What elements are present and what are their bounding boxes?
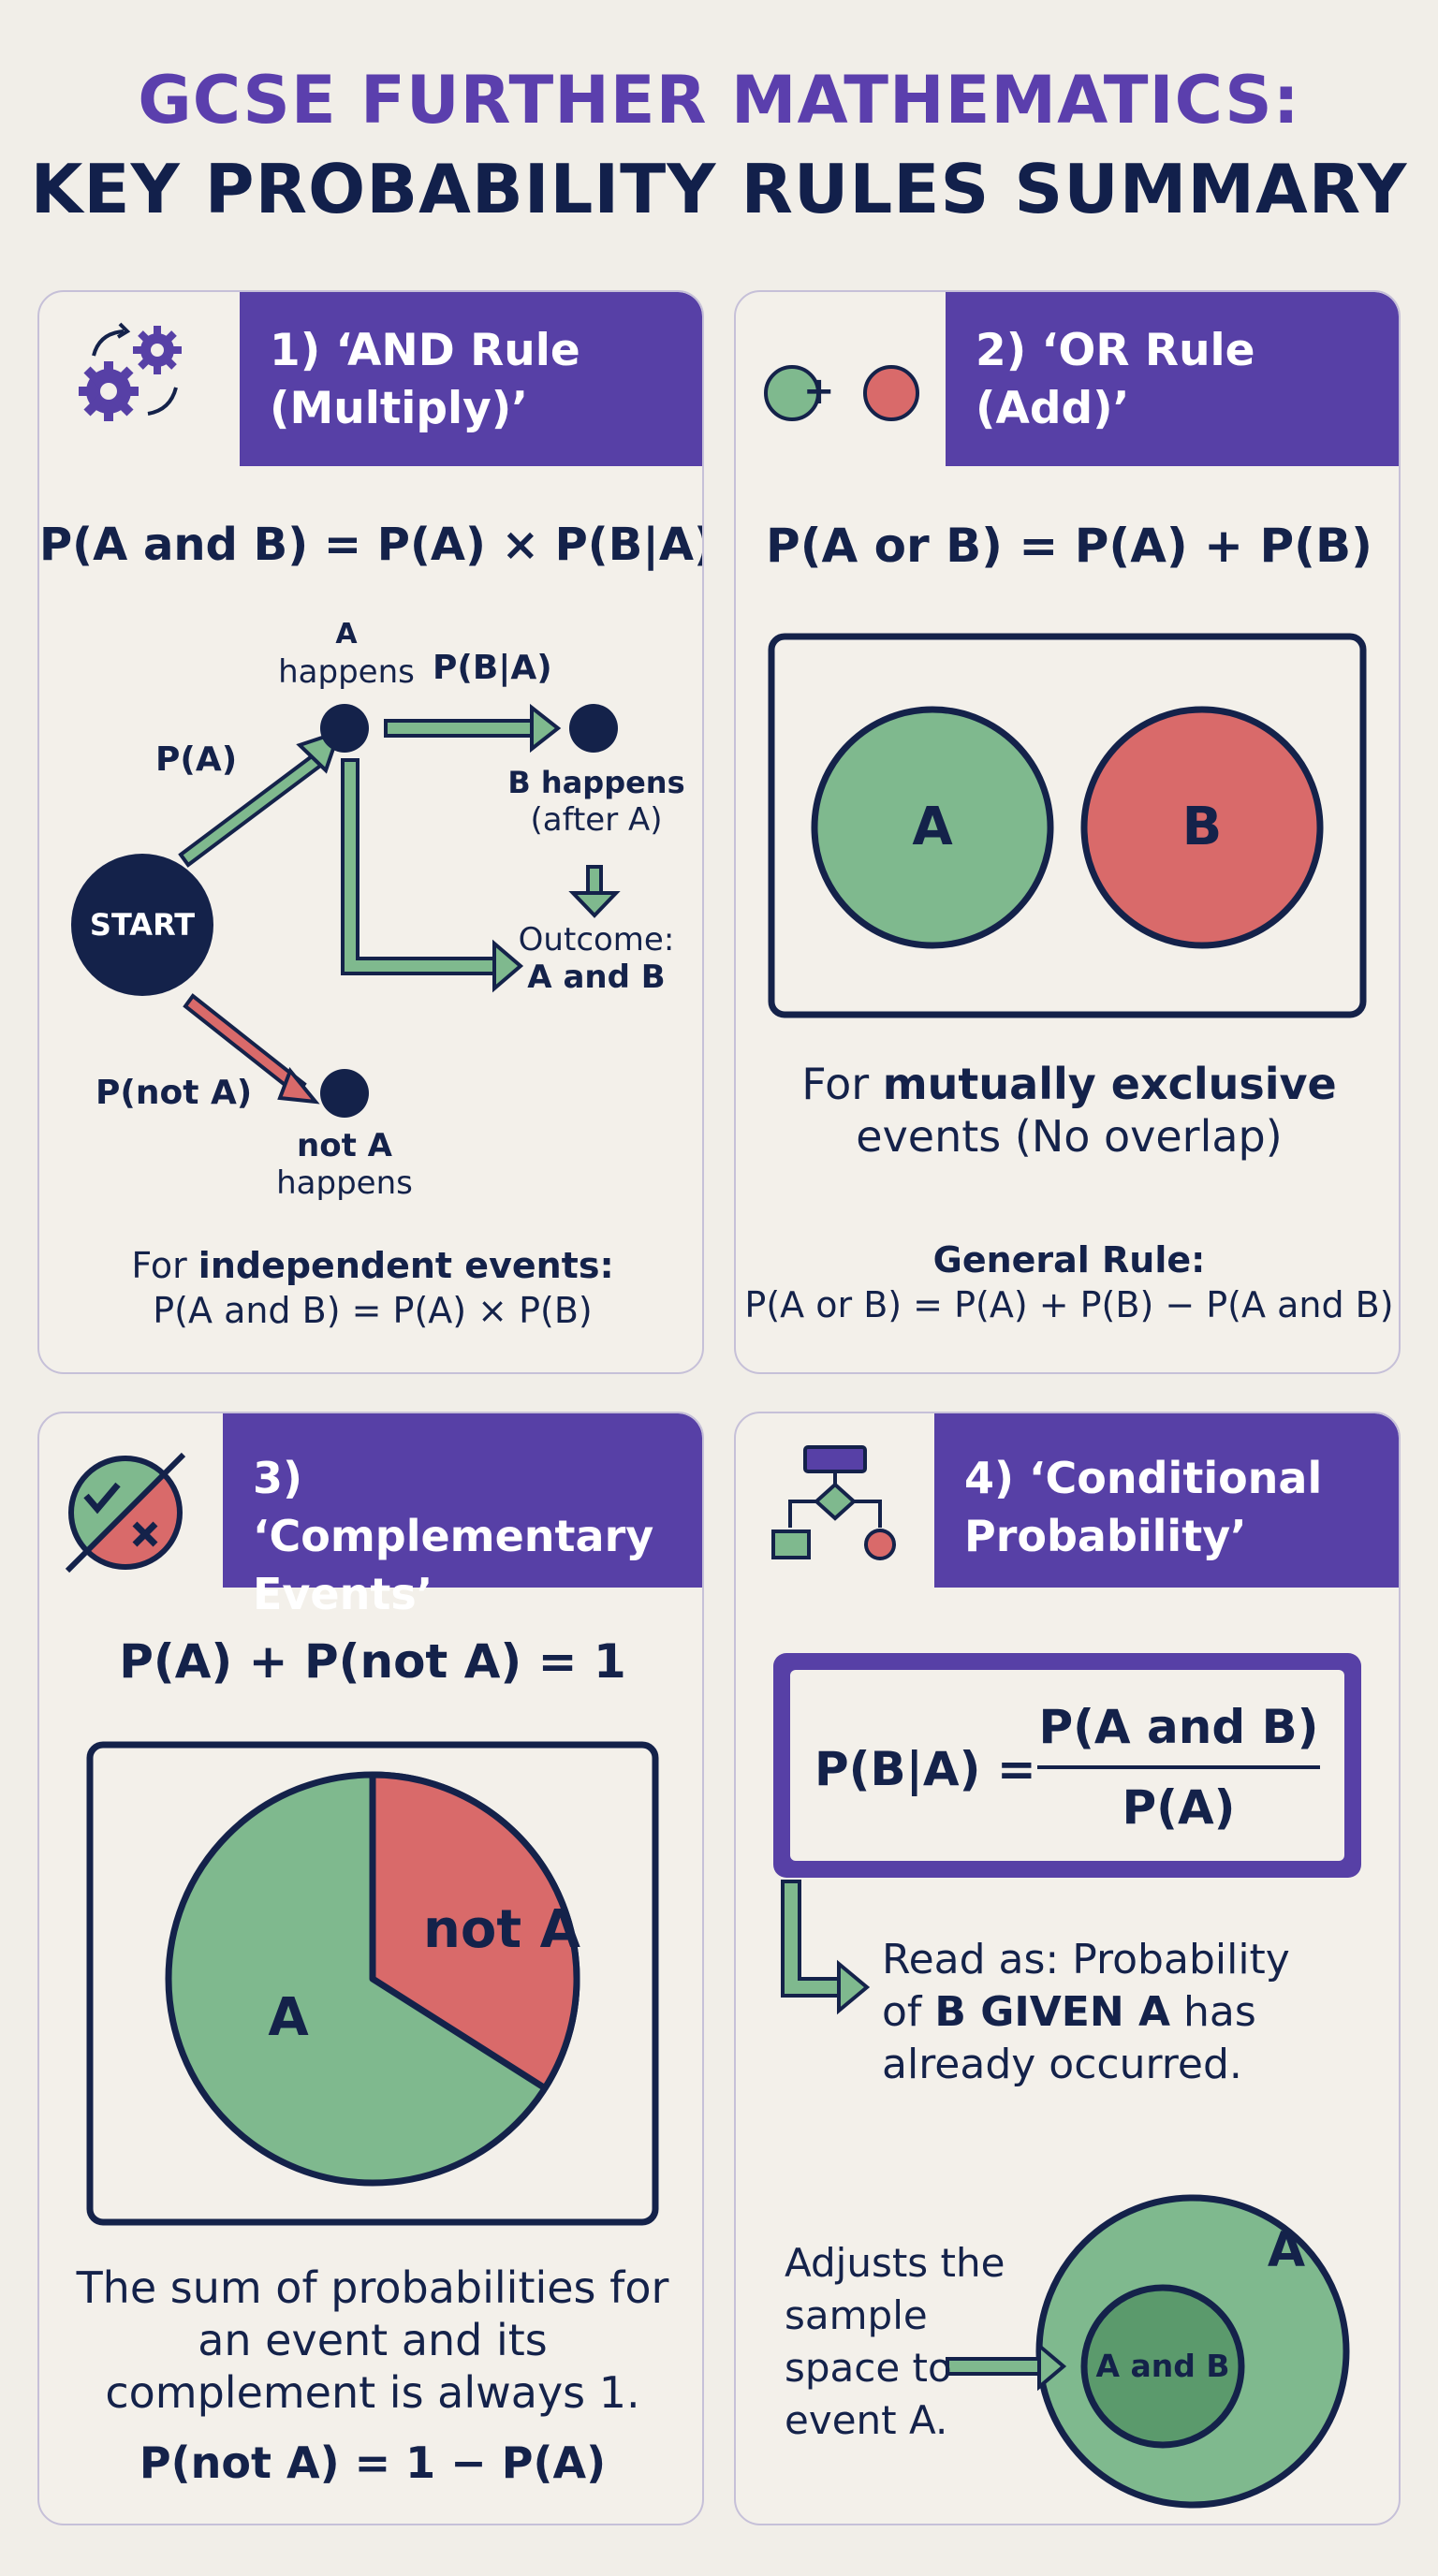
circle-plus-circle-icon (764, 365, 919, 421)
pie-chart (86, 1741, 659, 2226)
independent-note: For independent events: P(A and B) = P(A… (131, 1245, 614, 1331)
pie-a-label: A (268, 1987, 309, 2048)
complement-note: The sum of probabilities for an event an… (76, 2262, 669, 2418)
formula-denominator: P(A) (1122, 1780, 1236, 1835)
arrow-start-to-not-a (183, 993, 320, 1105)
start-label: START (89, 907, 196, 943)
pie-not-a-label: not A (423, 1899, 580, 1960)
a-happens-label: A happens (278, 618, 415, 691)
read-as-note: Read as: Probability of B GIVEN A has al… (882, 1936, 1290, 2088)
panel1-heading: 1) ‘AND Rule (Multiply)’ (240, 292, 702, 466)
panel-conditional: 4) ‘Conditional Probability’ P(B|A) = P(… (734, 1412, 1401, 2525)
arrow-a-to-b (384, 703, 562, 754)
gears-icon (79, 322, 182, 421)
p-b-given-a-label: P(B|A) (433, 649, 552, 687)
pie-slice-not-a (369, 1771, 580, 2092)
formula-numerator: P(A and B) (1038, 1700, 1319, 1754)
tree-diagram (71, 703, 621, 1118)
flowchart-icon (771, 1445, 896, 1560)
start-node (71, 854, 213, 996)
circle-a-label: A (1267, 2222, 1306, 2278)
complement-formula: P(A) + P(not A) = 1 (119, 1634, 626, 1689)
panel4-heading: 4) ‘Conditional Probability’ (934, 1413, 1399, 1588)
circle-a-and-b-label: A and B (1095, 2348, 1230, 2384)
panel-complementary: 3) ‘Complementary Events’ P(A) + P(not A… (37, 1412, 704, 2525)
panel-and-rule: 1) ‘AND Rule (Multiply)’ P(A and B) = P(… (37, 290, 704, 1374)
not-a-happens-label: not A happens (276, 1127, 413, 1202)
node-not-a (320, 1069, 369, 1118)
arrow-b-down (568, 865, 621, 918)
venn-disjoint (768, 633, 1367, 1018)
mutually-exclusive-note: For mutually exclusive events (No overla… (801, 1059, 1337, 1162)
arrow-a-to-outcome (341, 758, 524, 993)
circle-a (811, 706, 1054, 949)
not-a-formula: P(not A) = 1 − P(A) (139, 2437, 607, 2488)
or-rule-formula: P(A or B) = P(A) + P(B) (766, 519, 1372, 573)
panel2-heading: 2) ‘OR Rule (Add)’ (946, 292, 1399, 466)
circle-b-label: B (1181, 797, 1223, 857)
and-rule-formula: P(A and B) = P(A) × P(B|A) (39, 519, 704, 571)
node-b (569, 704, 618, 753)
outcome-label: Outcome: A and B (518, 921, 675, 996)
conditional-graphics (773, 1653, 1361, 2509)
p-not-a-label: P(not A) (95, 1074, 253, 1112)
adjusts-note: Adjusts the sample space to event A. (785, 2240, 1005, 2443)
title-line-2: KEY PROBABILITY RULES SUMMARY (30, 150, 1408, 228)
node-a (320, 704, 369, 753)
panel3-heading: 3) ‘Complementary Events’ (223, 1413, 702, 1619)
circle-a-label: A (912, 797, 953, 857)
plus-sign: + (803, 370, 835, 413)
b-happens-label: B happens (after A) (507, 765, 685, 839)
panel-or-rule: + 2) ‘OR Rule (Add)’ P(A or B) = P(A) + … (734, 290, 1401, 1374)
title-line-1: GCSE FURTHER MATHEMATICS: (138, 62, 1300, 139)
general-rule: General Rule: P(A or B) = P(A) + P(B) − … (744, 1239, 1394, 1325)
circle-a-and-b (1080, 2284, 1245, 2449)
formula-lhs: P(B|A) = (814, 1742, 1036, 1796)
p-a-label: P(A) (155, 740, 238, 779)
check-cross-circle-icon (65, 1452, 186, 1573)
circle-b (1080, 706, 1324, 949)
